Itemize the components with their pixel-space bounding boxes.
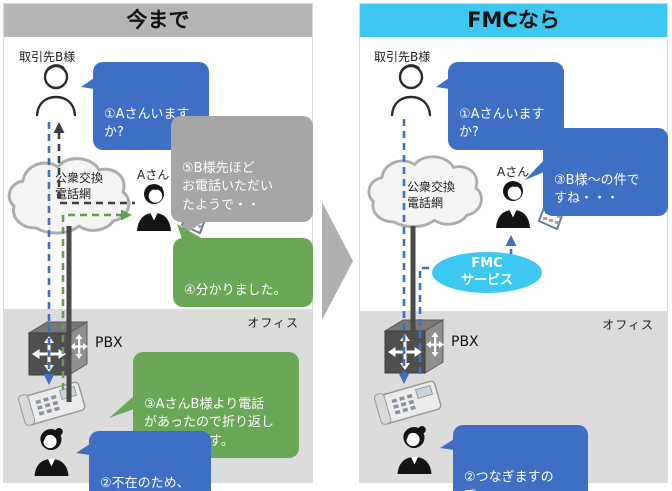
pbx-label: PBX — [451, 334, 479, 350]
pbx-icon — [27, 321, 89, 376]
desk-phone-icon — [374, 380, 442, 425]
pstn-cloud-label: 公衆交換 電話網 — [55, 171, 104, 202]
a-san-label: Aさん — [137, 168, 170, 182]
call-lines — [398, 119, 517, 384]
callback-line — [57, 132, 135, 205]
receptionist-icon — [34, 428, 69, 476]
speech-bubble-3: ③AさんB様より電話 があったので折り返し お願いします。 — [109, 352, 299, 459]
speech-bubble-1-text: ①Aさんいます か? — [459, 106, 545, 141]
speech-bubble-2-text: ②つなぎますので、 お待ちください。 — [464, 469, 554, 491]
speech-bubble-2: ②不在のため、 伝言承ります。 — [76, 431, 211, 491]
pbx-icon — [383, 319, 445, 374]
partner-person-icon — [35, 64, 77, 117]
speech-bubble-3-text: ③B様〜の件で すね・・・ — [554, 172, 640, 207]
panel-title: FMCなら — [360, 4, 667, 37]
forward-call-line — [61, 213, 123, 390]
a-san-person-icon — [137, 184, 171, 231]
office-label: オフィス — [602, 318, 654, 332]
speech-bubble-2: ②つなぎますので、 お待ちください。 — [440, 425, 588, 491]
speech-bubble-1-text: ①Aさんいます か? — [104, 106, 190, 141]
pstn-cloud-label: 公衆交換 電話網 — [407, 180, 456, 211]
speech-bubble-5-text: ⑤B様先ほど お電話いただい たようで・・ — [182, 160, 274, 213]
panel-after: 公衆交換 電話網 PBX — [359, 3, 668, 491]
partner-label: 取引先B様 — [374, 50, 431, 64]
speech-bubble-3: ③B様〜の件で すね・・・ — [525, 128, 668, 216]
a-san-label: Aさん — [497, 165, 530, 179]
panel-before: 公衆交換 電話網 PBX — [3, 3, 313, 491]
a-san-person-icon — [496, 181, 530, 228]
pbx-label: PBX — [95, 335, 123, 351]
speech-bubble-5: ⑤B様先ほど お電話いただい たようで・・ — [171, 116, 313, 237]
call-lines — [43, 122, 135, 402]
office-label: オフィス — [247, 316, 299, 330]
partner-person-icon — [390, 64, 432, 117]
panel-title: 今まで — [4, 4, 312, 37]
transition-arrow-icon — [322, 202, 353, 320]
partner-label: 取引先B様 — [19, 50, 76, 64]
receptionist-icon — [397, 426, 432, 474]
speech-bubble-4: ④分かりました。 — [173, 224, 313, 308]
fmc-route-line — [418, 266, 431, 374]
speech-bubble-4-text: ④分かりました。 — [184, 282, 287, 298]
fmc-service-node: FMC サービス — [432, 252, 542, 293]
speech-bubble-2-text: ②不在のため、 伝言承ります。 — [100, 475, 190, 491]
pstn-cloud-icon — [367, 155, 483, 229]
